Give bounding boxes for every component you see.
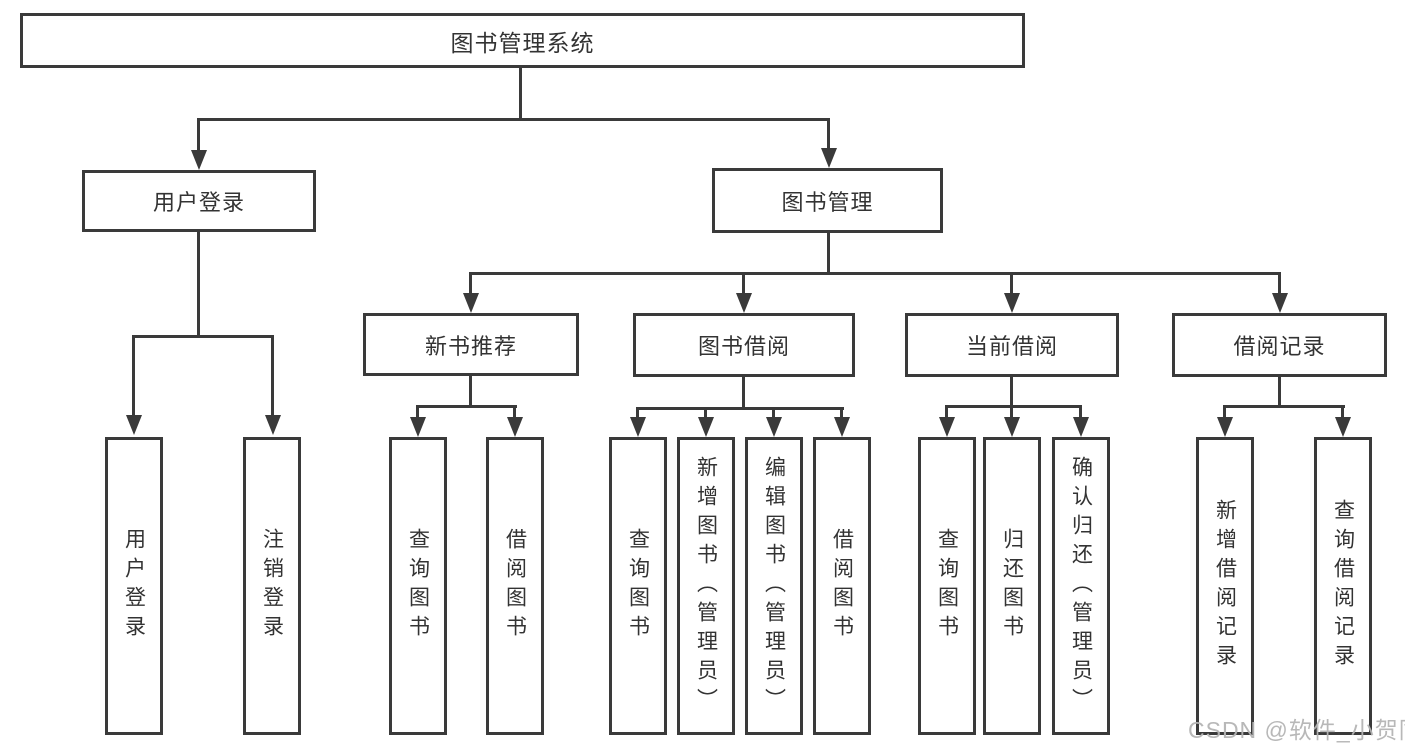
- connector-line: [197, 118, 830, 121]
- leaf-borrow-books-label: 借阅图书: [830, 528, 854, 644]
- arrow-down-icon: [821, 148, 837, 168]
- leaf-query-borrow-record-label: 查询借阅记录: [1331, 499, 1355, 673]
- leaf-return-books: 归还图书: [983, 437, 1041, 735]
- leaf-user-login-label: 用户登录: [122, 528, 146, 644]
- arrow-down-icon: [766, 417, 782, 437]
- leaf-query-books-rec: 查询图书: [389, 437, 447, 735]
- connector-line: [1010, 405, 1013, 417]
- node-book-management-label: 图书管理: [781, 189, 874, 215]
- node-new-book-recommend: 新书推荐: [363, 313, 579, 376]
- connector-line: [469, 272, 1281, 275]
- leaf-user-login: 用户登录: [105, 437, 163, 735]
- leaf-edit-books-admin: 编辑图书（管理员）: [745, 437, 803, 735]
- leaf-query-borrow-record: 查询借阅记录: [1314, 437, 1372, 735]
- connector-line: [742, 272, 745, 293]
- node-root: 图书管理系统: [20, 13, 1025, 68]
- connector-line: [197, 118, 200, 150]
- connector-line: [519, 68, 522, 118]
- connector-line: [1278, 272, 1281, 293]
- connector-line: [704, 407, 707, 417]
- leaf-confirm-return-admin: 确认归还（管理员）: [1052, 437, 1110, 735]
- leaf-query-books-rec-label: 查询图书: [406, 528, 430, 644]
- connector-line: [1341, 405, 1344, 417]
- connector-line: [636, 407, 844, 410]
- arrow-down-icon: [736, 293, 752, 313]
- leaf-confirm-return-admin-label: 确认归还（管理员）: [1069, 455, 1093, 717]
- connector-line: [827, 118, 830, 148]
- connector-line: [132, 335, 274, 338]
- arrow-down-icon: [834, 417, 850, 437]
- node-book-management: 图书管理: [712, 168, 943, 233]
- arrow-down-icon: [1272, 293, 1288, 313]
- connector-line: [636, 407, 639, 417]
- node-book-borrow-label: 图书借阅: [697, 334, 790, 359]
- arrow-down-icon: [463, 293, 479, 313]
- arrow-down-icon: [410, 417, 426, 437]
- connector-line: [1223, 405, 1345, 408]
- connector-line: [271, 335, 274, 415]
- leaf-logout-label: 注销登录: [260, 528, 284, 644]
- connector-line: [1223, 405, 1226, 417]
- arrow-down-icon: [1335, 417, 1351, 437]
- connector-line: [197, 232, 200, 335]
- leaf-query-books-borrow-label: 查询图书: [626, 528, 650, 644]
- connector-line: [742, 377, 745, 407]
- node-root-label: 图书管理系统: [450, 29, 595, 56]
- leaf-query-books-current-label: 查询图书: [935, 528, 959, 644]
- leaf-return-books-label: 归还图书: [1000, 528, 1024, 644]
- leaf-borrow-books-rec: 借阅图书: [486, 437, 544, 735]
- node-user-login-label: 用户登录: [152, 190, 245, 215]
- leaf-borrow-books: 借阅图书: [813, 437, 871, 735]
- node-borrow-record-label: 借阅记录: [1233, 334, 1326, 359]
- connector-line: [416, 405, 517, 408]
- arrow-down-icon: [939, 417, 955, 437]
- arrow-down-icon: [1004, 417, 1020, 437]
- leaf-query-books-borrow: 查询图书: [609, 437, 667, 735]
- leaf-borrow-books-rec-label: 借阅图书: [503, 528, 527, 644]
- connector-line: [840, 407, 843, 417]
- connector-line: [469, 376, 472, 405]
- arrow-down-icon: [1004, 293, 1020, 313]
- connector-line: [416, 405, 419, 417]
- connector-line: [513, 405, 516, 417]
- arrow-down-icon: [507, 417, 523, 437]
- node-current-borrow: 当前借阅: [905, 313, 1119, 377]
- connector-line: [772, 407, 775, 417]
- connector-line: [132, 335, 135, 415]
- watermark: CSDN @软件_小贺同学: [1188, 717, 1405, 743]
- connector-line: [1010, 272, 1013, 293]
- leaf-query-books-current: 查询图书: [918, 437, 976, 735]
- node-current-borrow-label: 当前借阅: [965, 334, 1058, 359]
- arrow-down-icon: [126, 415, 142, 435]
- node-book-borrow: 图书借阅: [633, 313, 855, 377]
- leaf-add-books-admin-label: 新增图书（管理员）: [694, 455, 718, 717]
- leaf-add-borrow-record-label: 新增借阅记录: [1213, 499, 1237, 673]
- connector-line: [469, 272, 472, 293]
- arrow-down-icon: [191, 150, 207, 170]
- node-new-book-recommend-label: 新书推荐: [424, 333, 517, 359]
- connector-line: [1278, 377, 1281, 405]
- connector-line: [945, 405, 948, 417]
- connector-line: [945, 405, 1082, 408]
- node-user-login: 用户登录: [82, 170, 316, 232]
- connector-line: [1010, 377, 1013, 405]
- leaf-logout: 注销登录: [243, 437, 301, 735]
- arrow-down-icon: [630, 417, 646, 437]
- arrow-down-icon: [698, 417, 714, 437]
- leaf-add-books-admin: 新增图书（管理员）: [677, 437, 735, 735]
- arrow-down-icon: [1217, 417, 1233, 437]
- node-borrow-record: 借阅记录: [1172, 313, 1387, 377]
- connector-line: [1079, 405, 1082, 417]
- arrow-down-icon: [265, 415, 281, 435]
- leaf-edit-books-admin-label: 编辑图书（管理员）: [762, 455, 786, 717]
- leaf-add-borrow-record: 新增借阅记录: [1196, 437, 1254, 735]
- arrow-down-icon: [1073, 417, 1089, 437]
- connector-line: [827, 233, 830, 272]
